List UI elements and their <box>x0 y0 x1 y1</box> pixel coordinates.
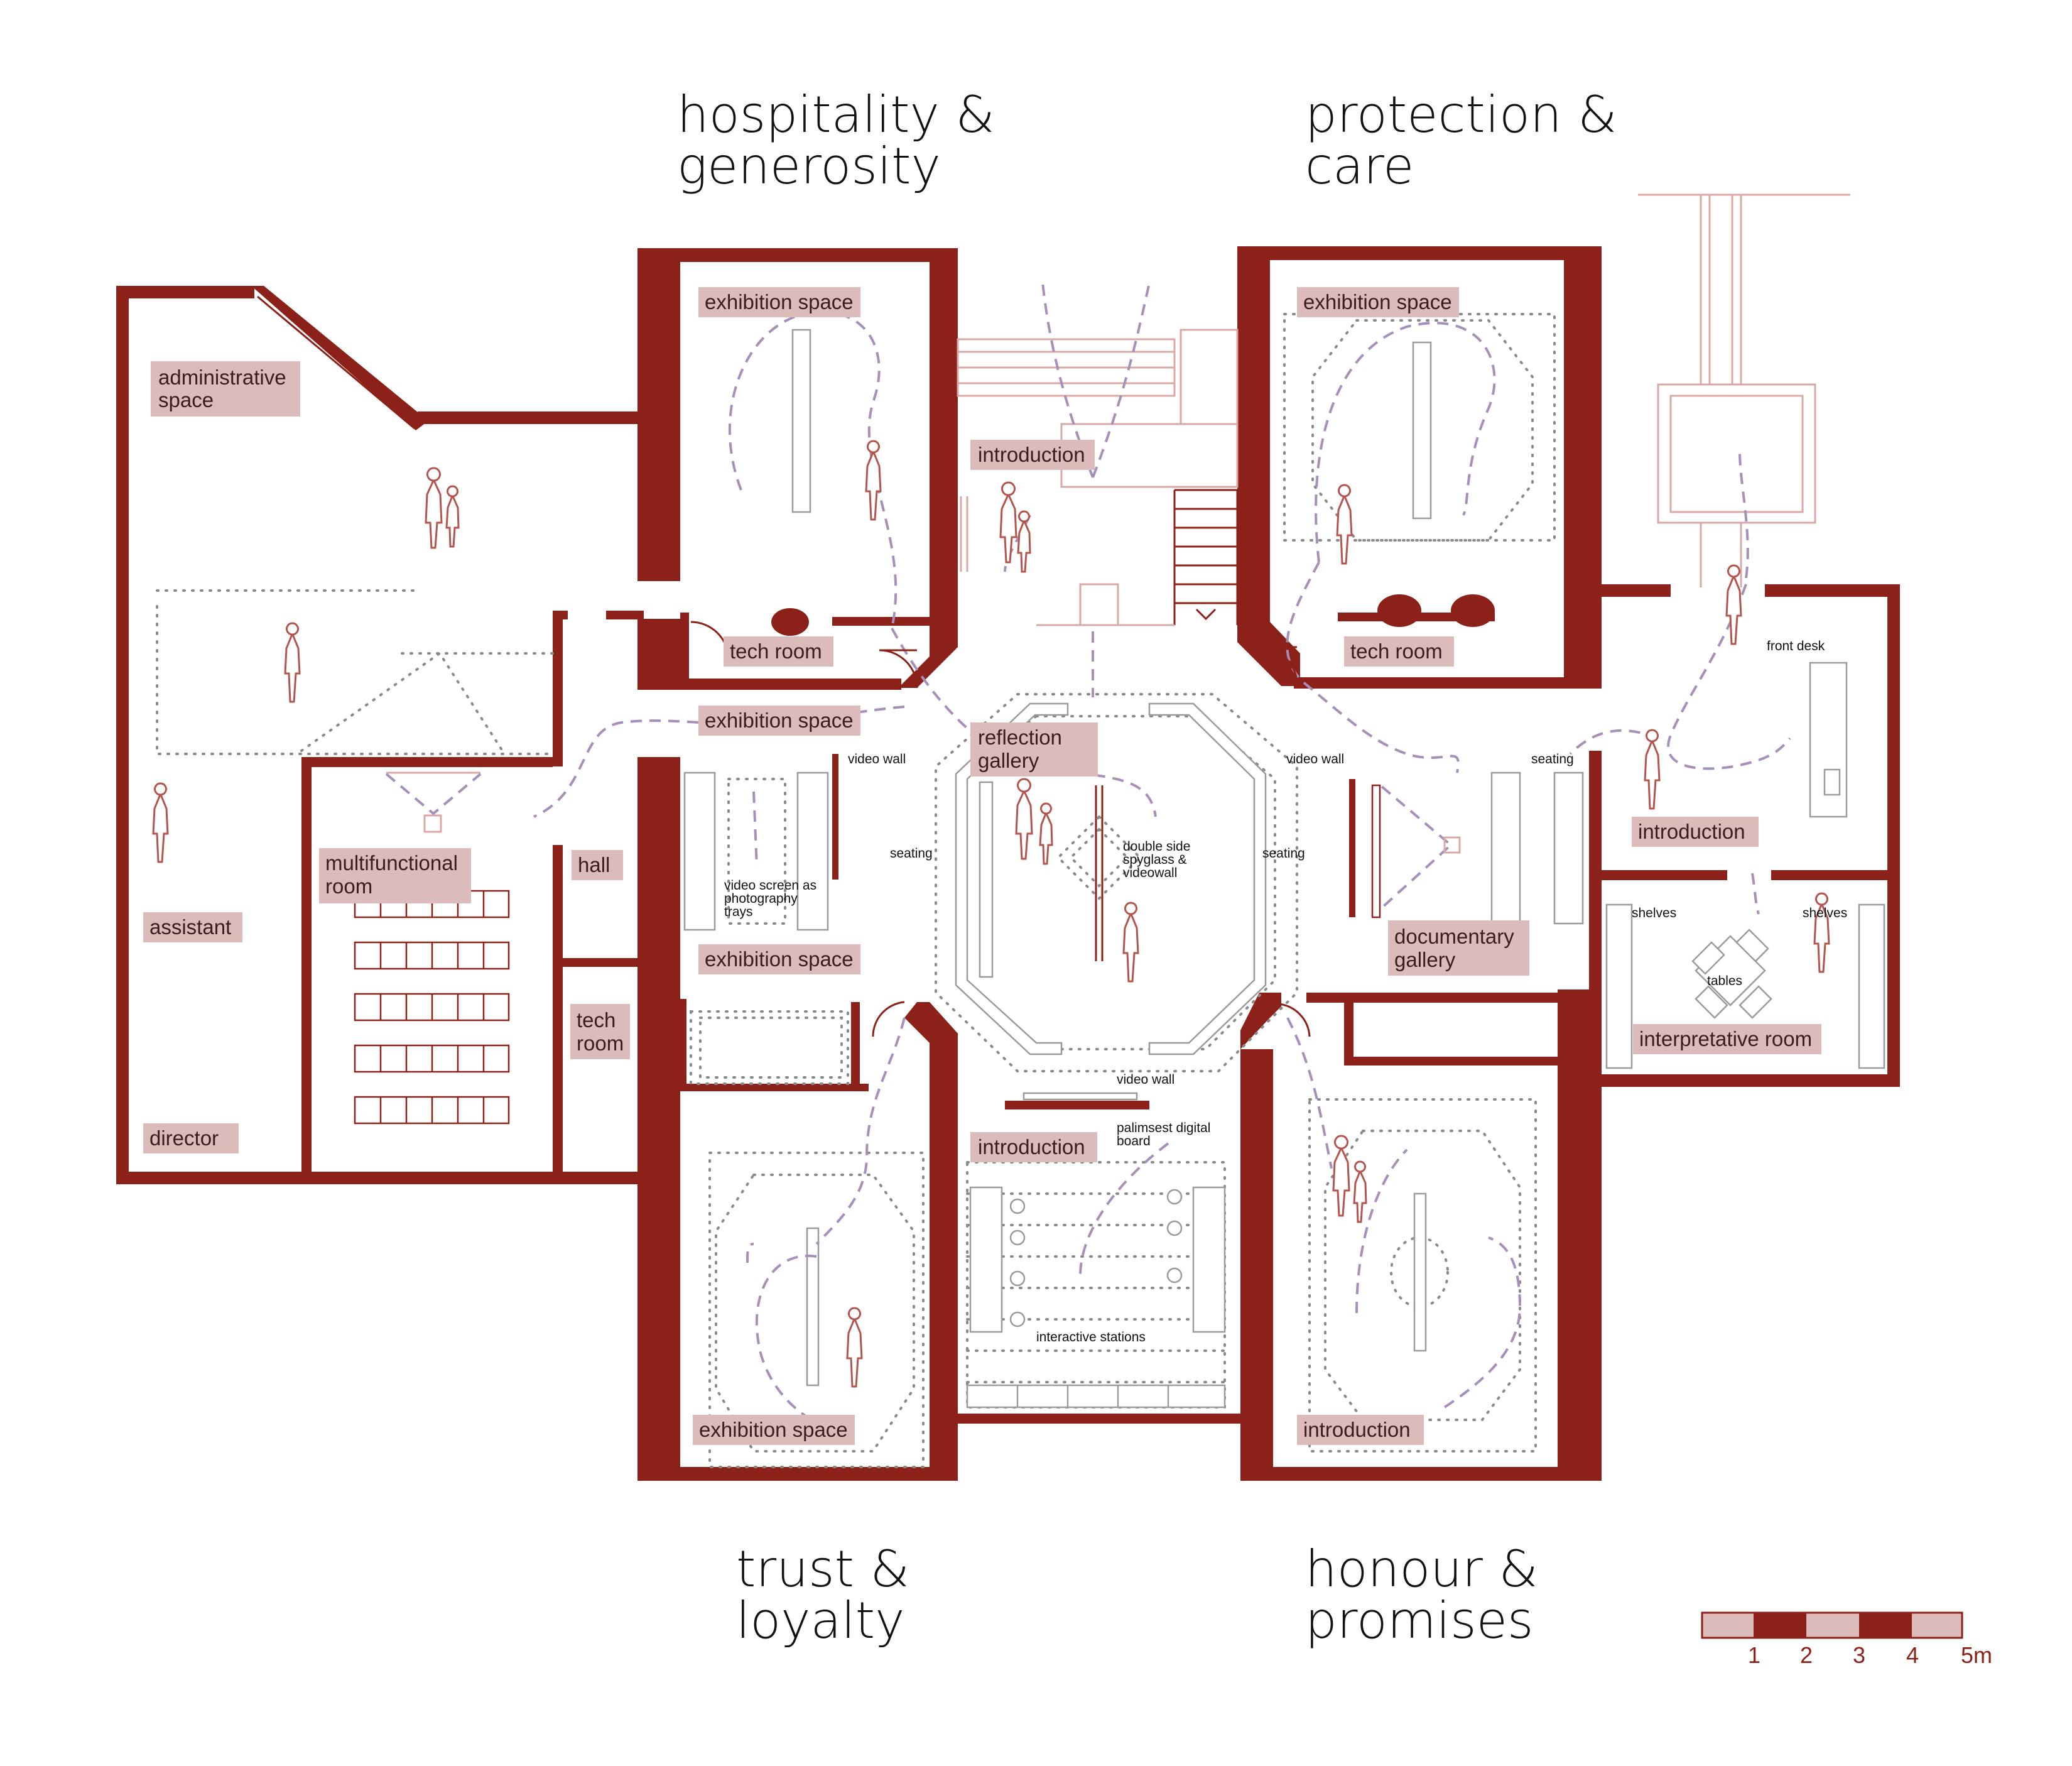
svg-text:tech room: tech room <box>730 640 822 663</box>
svg-text:exhibition space: exhibition space <box>705 290 854 313</box>
furniture <box>156 313 1885 1468</box>
theme-hospitality: hospitality & generosity <box>677 85 1011 195</box>
scale-label-3: 3 <box>1853 1642 1865 1668</box>
label-hall: hall <box>572 850 623 880</box>
label-introduction-east: introduction <box>1632 817 1759 847</box>
annotation-seating-right: seating <box>1262 846 1305 861</box>
label-exhibition-space-west-upper: exhibition space <box>698 706 860 736</box>
svg-text:director: director <box>149 1126 219 1150</box>
theme-protection: protection & care <box>1305 85 1633 195</box>
scale-label-1: 1 <box>1748 1642 1760 1668</box>
theme-honour: honour & promises <box>1305 1540 1554 1650</box>
seating-grid <box>354 890 510 1125</box>
svg-text:hall: hall <box>578 853 610 876</box>
svg-text:introduction: introduction <box>1638 820 1745 843</box>
svg-text:interpretative room: interpretative room <box>1639 1027 1812 1050</box>
scale-bar: 1 2 3 4 5m <box>1701 1611 1992 1668</box>
label-director: director <box>143 1123 239 1153</box>
svg-text:introduction: introduction <box>978 443 1085 466</box>
annotation-tables: tables <box>1707 974 1742 988</box>
label-exhibition-space-nw: exhibition space <box>698 287 860 317</box>
theme-trust: trust & loyalty <box>736 1540 925 1650</box>
annotation-shelves-left: shelves <box>1632 906 1676 920</box>
svg-text:tech room: tech room <box>1350 640 1443 663</box>
video-walls <box>832 754 1355 1109</box>
scale-label-5m: 5m <box>1961 1642 1992 1668</box>
svg-text:exhibition space: exhibition space <box>699 1418 848 1441</box>
scale-label-4: 4 <box>1906 1642 1919 1668</box>
label-tech-room-ne: tech room <box>1344 636 1454 667</box>
central-hall-north <box>957 329 1239 626</box>
exterior-lift <box>1638 193 1850 587</box>
label-introduction-north: introduction <box>970 440 1095 470</box>
label-tech-room-nw: tech room <box>724 636 833 667</box>
annotation-seating-left: seating <box>890 846 933 861</box>
window-marks <box>129 249 1895 1478</box>
svg-text:exhibition space: exhibition space <box>705 709 854 732</box>
label-introduction-south: introduction <box>970 1132 1097 1162</box>
annotation-seating-documentary: seating <box>1531 752 1574 766</box>
annotation-video-wall-right: video wall <box>1286 752 1344 766</box>
label-exhibition-space-ne: exhibition space <box>1297 287 1459 317</box>
svg-text:introduction: introduction <box>978 1135 1085 1158</box>
label-exhibition-space-west-lower: exhibition space <box>698 944 860 974</box>
svg-text:assistant: assistant <box>149 915 231 939</box>
label-introduction-se: introduction <box>1297 1415 1424 1445</box>
svg-text:exhibition space: exhibition space <box>705 947 854 971</box>
annotation-front-desk: front desk <box>1767 639 1825 653</box>
svg-text:introduction: introduction <box>1303 1418 1411 1441</box>
reflection-gallery-seating <box>935 693 1298 1072</box>
label-exhibition-space-sw: exhibition space <box>693 1415 855 1445</box>
annotation-video-wall-south: video wall <box>1117 1072 1174 1087</box>
label-assistant: assistant <box>143 912 242 942</box>
people-figures <box>152 440 1830 1388</box>
svg-text:exhibition space: exhibition space <box>1303 290 1452 313</box>
scale-label-2: 2 <box>1800 1642 1813 1668</box>
visitor-route <box>533 282 1791 1427</box>
annotation-interactive-stations: interactive stations <box>1036 1330 1146 1344</box>
annotation-shelves-right: shelves <box>1803 906 1847 920</box>
annotation-video-wall-left: video wall <box>848 752 906 766</box>
annotations: video wall video wall seating seating se… <box>724 639 1847 1344</box>
label-interpretative-room: interpretative room <box>1633 1024 1821 1054</box>
